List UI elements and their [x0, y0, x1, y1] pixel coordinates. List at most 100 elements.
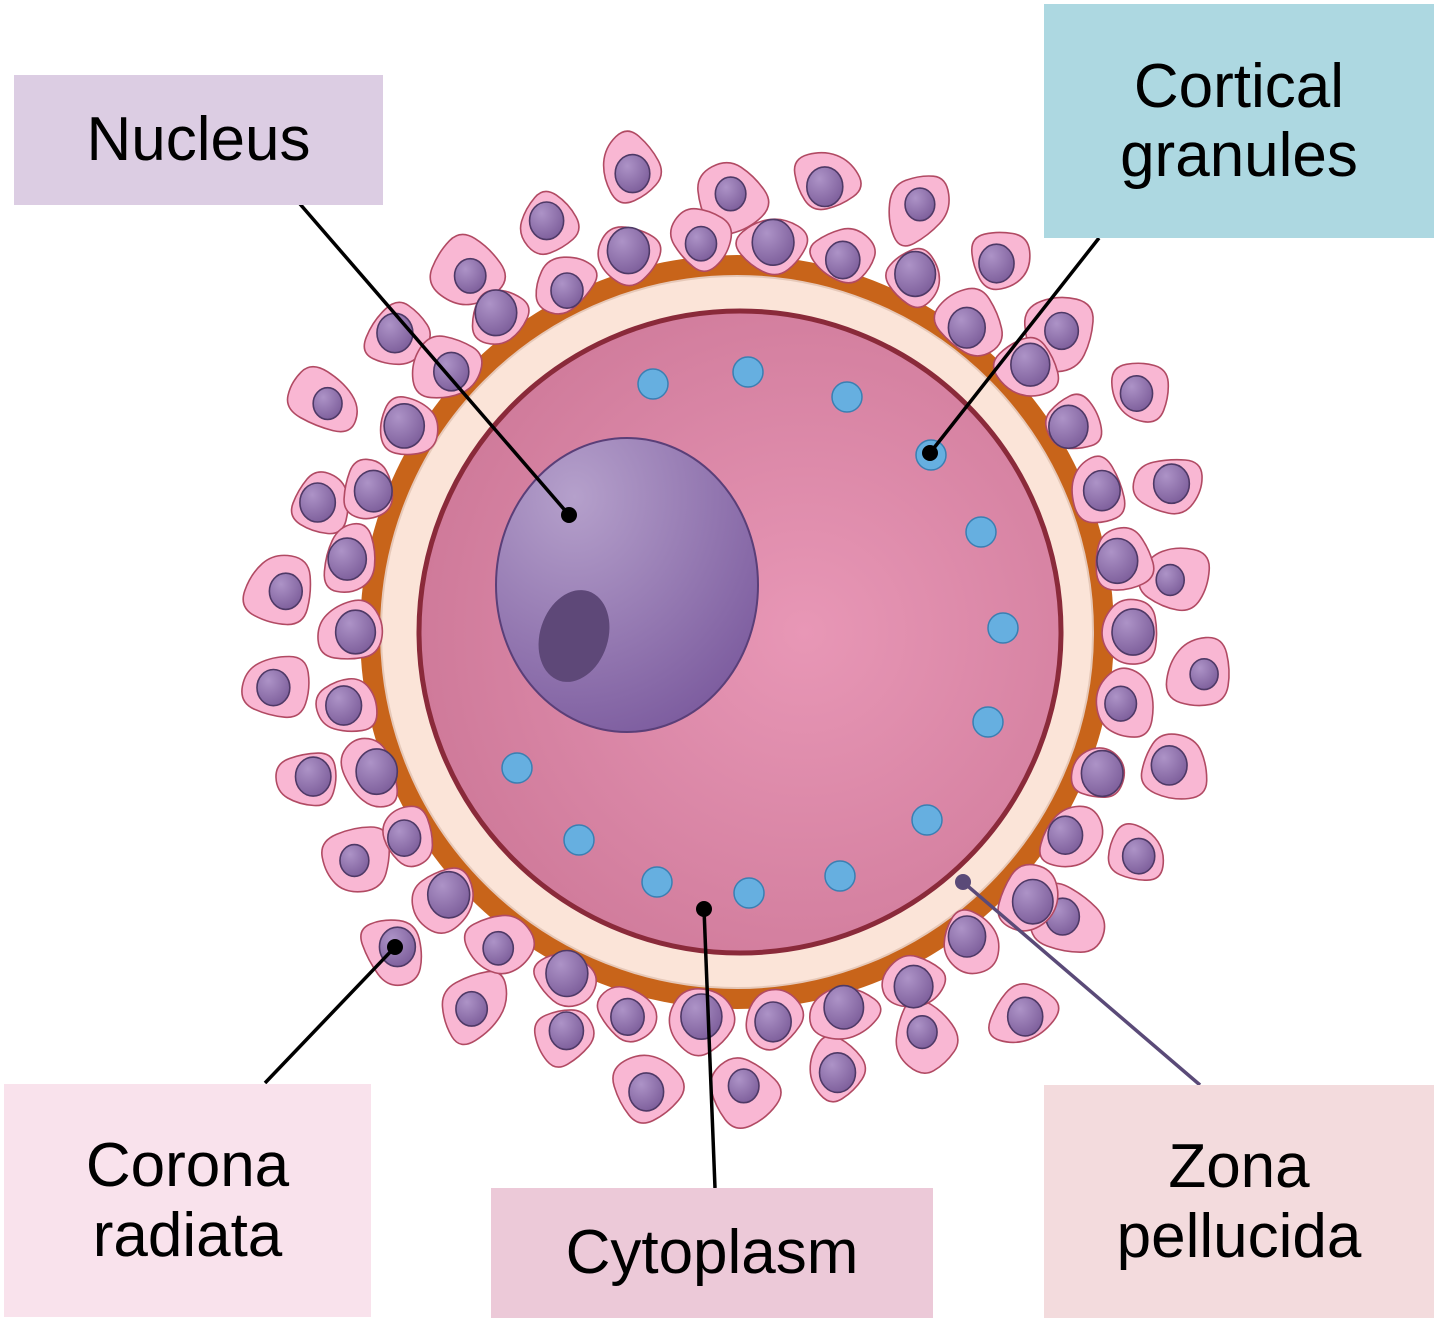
corona-cell — [597, 226, 662, 287]
corona-cell — [1101, 598, 1158, 665]
corona-cell-nucleus — [455, 990, 489, 1027]
corona-cell-nucleus — [355, 748, 399, 796]
corona-cell — [411, 335, 483, 399]
corona-cell-nucleus — [606, 226, 651, 275]
corona-cell-nucleus — [268, 572, 304, 611]
corona-cell — [809, 227, 876, 284]
cytoplasm-leader-line — [702, 908, 717, 1189]
corona-cell-nucleus — [894, 250, 937, 298]
corona-cell — [1095, 526, 1155, 591]
corona-cell — [808, 984, 882, 1040]
leader-lines — [263, 202, 1202, 1189]
nucleus-label: Nucleus — [14, 75, 383, 205]
corona-cell — [411, 867, 474, 934]
corona-cell — [895, 998, 959, 1074]
corona-cell-nucleus — [1111, 608, 1155, 656]
corona-cell-nucleus — [978, 243, 1015, 284]
corona-cell-nucleus — [818, 1051, 857, 1094]
corona-cell-nucleus — [482, 930, 515, 966]
corona-cell-nucleus — [610, 997, 645, 1037]
corona-cell — [463, 914, 536, 975]
corona-cell — [535, 256, 598, 315]
corona-cell-nucleus — [1047, 815, 1084, 856]
corona-cell — [885, 247, 941, 309]
cortical-granule — [637, 368, 669, 400]
corona-cell-nucleus — [1189, 657, 1219, 691]
corona-radiata-label-line1: Corona — [85, 1131, 290, 1201]
corona-cell — [286, 365, 358, 433]
corona-cell-nucleus — [1152, 463, 1191, 505]
corona-cell — [793, 151, 862, 211]
corona-cell-nucleus — [823, 984, 865, 1030]
corona-cell-nucleus — [545, 949, 589, 998]
cortical-granule — [641, 866, 673, 898]
corona-cell — [519, 190, 580, 256]
corona-cell — [1107, 823, 1165, 882]
corona-cell — [1138, 547, 1211, 612]
corona-cell-nucleus — [339, 843, 370, 878]
corona-cell — [382, 805, 434, 868]
corona-cell — [669, 207, 733, 273]
corona-cell-nucleus — [325, 685, 363, 726]
corona-cell-nucleus — [714, 176, 747, 212]
corona-cell — [340, 737, 399, 808]
corona-cell — [471, 289, 530, 345]
corona-cell-nucleus — [299, 482, 337, 523]
oocyte-nucleus — [495, 437, 759, 733]
corona-cell-nucleus — [433, 351, 470, 392]
cortical-granule — [972, 706, 1004, 738]
corona-cell-nucleus — [426, 870, 471, 919]
corona-cell — [988, 983, 1060, 1044]
corona-radiata-label: Corona radiata — [4, 1084, 371, 1317]
cortical-granule — [733, 877, 765, 909]
corona-cell-nucleus — [824, 240, 861, 280]
corona-cell — [888, 175, 950, 247]
corona-cell-nucleus — [550, 272, 584, 310]
corona-cell-nucleus — [1104, 685, 1138, 722]
corona-cell — [241, 655, 310, 719]
corona-cell — [881, 954, 947, 1009]
cortical-granules-label-line2: granules — [1120, 121, 1358, 190]
corona-cell-nucleus — [893, 964, 934, 1009]
cortical-granules-leader-dot — [922, 445, 938, 461]
corona-cell — [668, 987, 736, 1057]
corona-cell-nucleus — [528, 201, 565, 241]
corona-cell-nucleus — [1119, 374, 1154, 412]
corona-cell-nucleus — [383, 402, 426, 449]
corona-cell — [363, 301, 431, 366]
corona-cell — [317, 599, 384, 660]
corona-cell — [709, 1057, 782, 1129]
corona-cell-nucleus — [386, 819, 422, 858]
zona-pellucida-leader-dot — [955, 874, 971, 890]
corona-cell-nucleus — [256, 668, 291, 707]
corona-cell-nucleus — [334, 609, 377, 655]
corona-cell-nucleus — [947, 915, 987, 958]
cytoplasm-label: Cytoplasm — [491, 1188, 933, 1318]
corona-cell-nucleus — [353, 469, 393, 513]
cortical-granule — [987, 612, 1019, 644]
corona-cell-nucleus — [1011, 878, 1054, 925]
corona-cell — [379, 396, 439, 456]
corona-cell — [290, 471, 349, 535]
corona-cell — [242, 554, 312, 626]
corona-cell-nucleus — [1082, 469, 1121, 512]
corona-cell — [970, 231, 1031, 291]
corona-radiata-leader-dot — [387, 939, 403, 955]
corona-radiata-cells-front — [315, 207, 1158, 1057]
corona-cell — [343, 458, 394, 520]
corona-cell — [533, 949, 598, 1008]
corona-cell-nucleus — [947, 306, 987, 349]
corona-cell-nucleus — [680, 993, 723, 1041]
corona-cell-nucleus — [806, 166, 844, 208]
corona-cell-nucleus — [1155, 563, 1186, 597]
corona-cell-nucleus — [1048, 404, 1089, 450]
corona-cell — [441, 970, 508, 1046]
corona-cell — [1071, 455, 1126, 524]
corona-cell-nucleus — [1080, 749, 1124, 798]
corona-cell — [943, 909, 1000, 975]
corona-cell-nucleus — [614, 153, 651, 194]
corona-cell — [602, 130, 663, 204]
corona-cell-nucleus — [294, 756, 332, 797]
corona-cell — [1132, 458, 1203, 515]
